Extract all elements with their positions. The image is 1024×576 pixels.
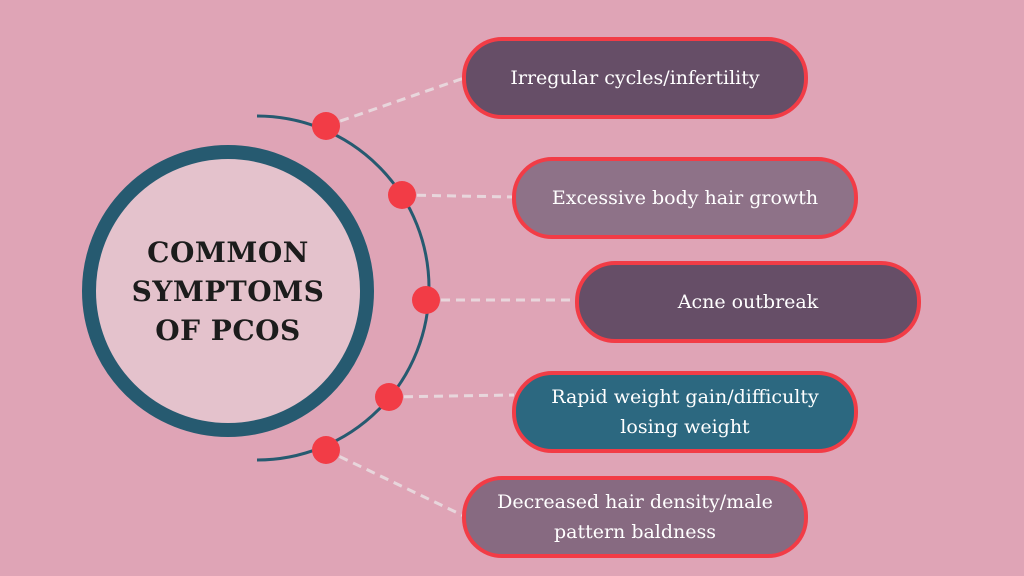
symptom-pill-acne: Acne outbreak — [575, 261, 921, 343]
symptom-label: Excessive body hair growth — [551, 187, 819, 209]
symptom-label: Decreased hair density/male pattern bald… — [497, 491, 773, 543]
symptom-label: Acne outbreak — [677, 291, 819, 313]
center-circle: COMMON SYMPTOMS OF PCOS — [82, 145, 374, 437]
connector-dot-5 — [312, 436, 340, 464]
symptom-label: Irregular cycles/infertility — [510, 67, 760, 89]
connector-line-5 — [325, 448, 465, 518]
symptom-label: Rapid weight gain/difficulty losing weig… — [551, 386, 819, 438]
connector-dot-2 — [388, 181, 416, 209]
connector-line-2 — [401, 193, 515, 199]
center-title: COMMON SYMPTOMS OF PCOS — [131, 235, 325, 347]
connector-line-4 — [388, 393, 515, 399]
connector-dot-1 — [312, 112, 340, 140]
connector-dot-4 — [375, 383, 403, 411]
symptom-pill-hair-density: Decreased hair density/male pattern bald… — [462, 476, 808, 558]
symptom-pill-body-hair: Excessive body hair growth — [512, 157, 858, 239]
connector-line-1 — [325, 76, 465, 128]
symptom-pill-weight-gain: Rapid weight gain/difficulty losing weig… — [512, 371, 858, 453]
symptom-pill-irregular-cycles: Irregular cycles/infertility — [462, 37, 808, 119]
connector-dot-3 — [412, 286, 440, 314]
